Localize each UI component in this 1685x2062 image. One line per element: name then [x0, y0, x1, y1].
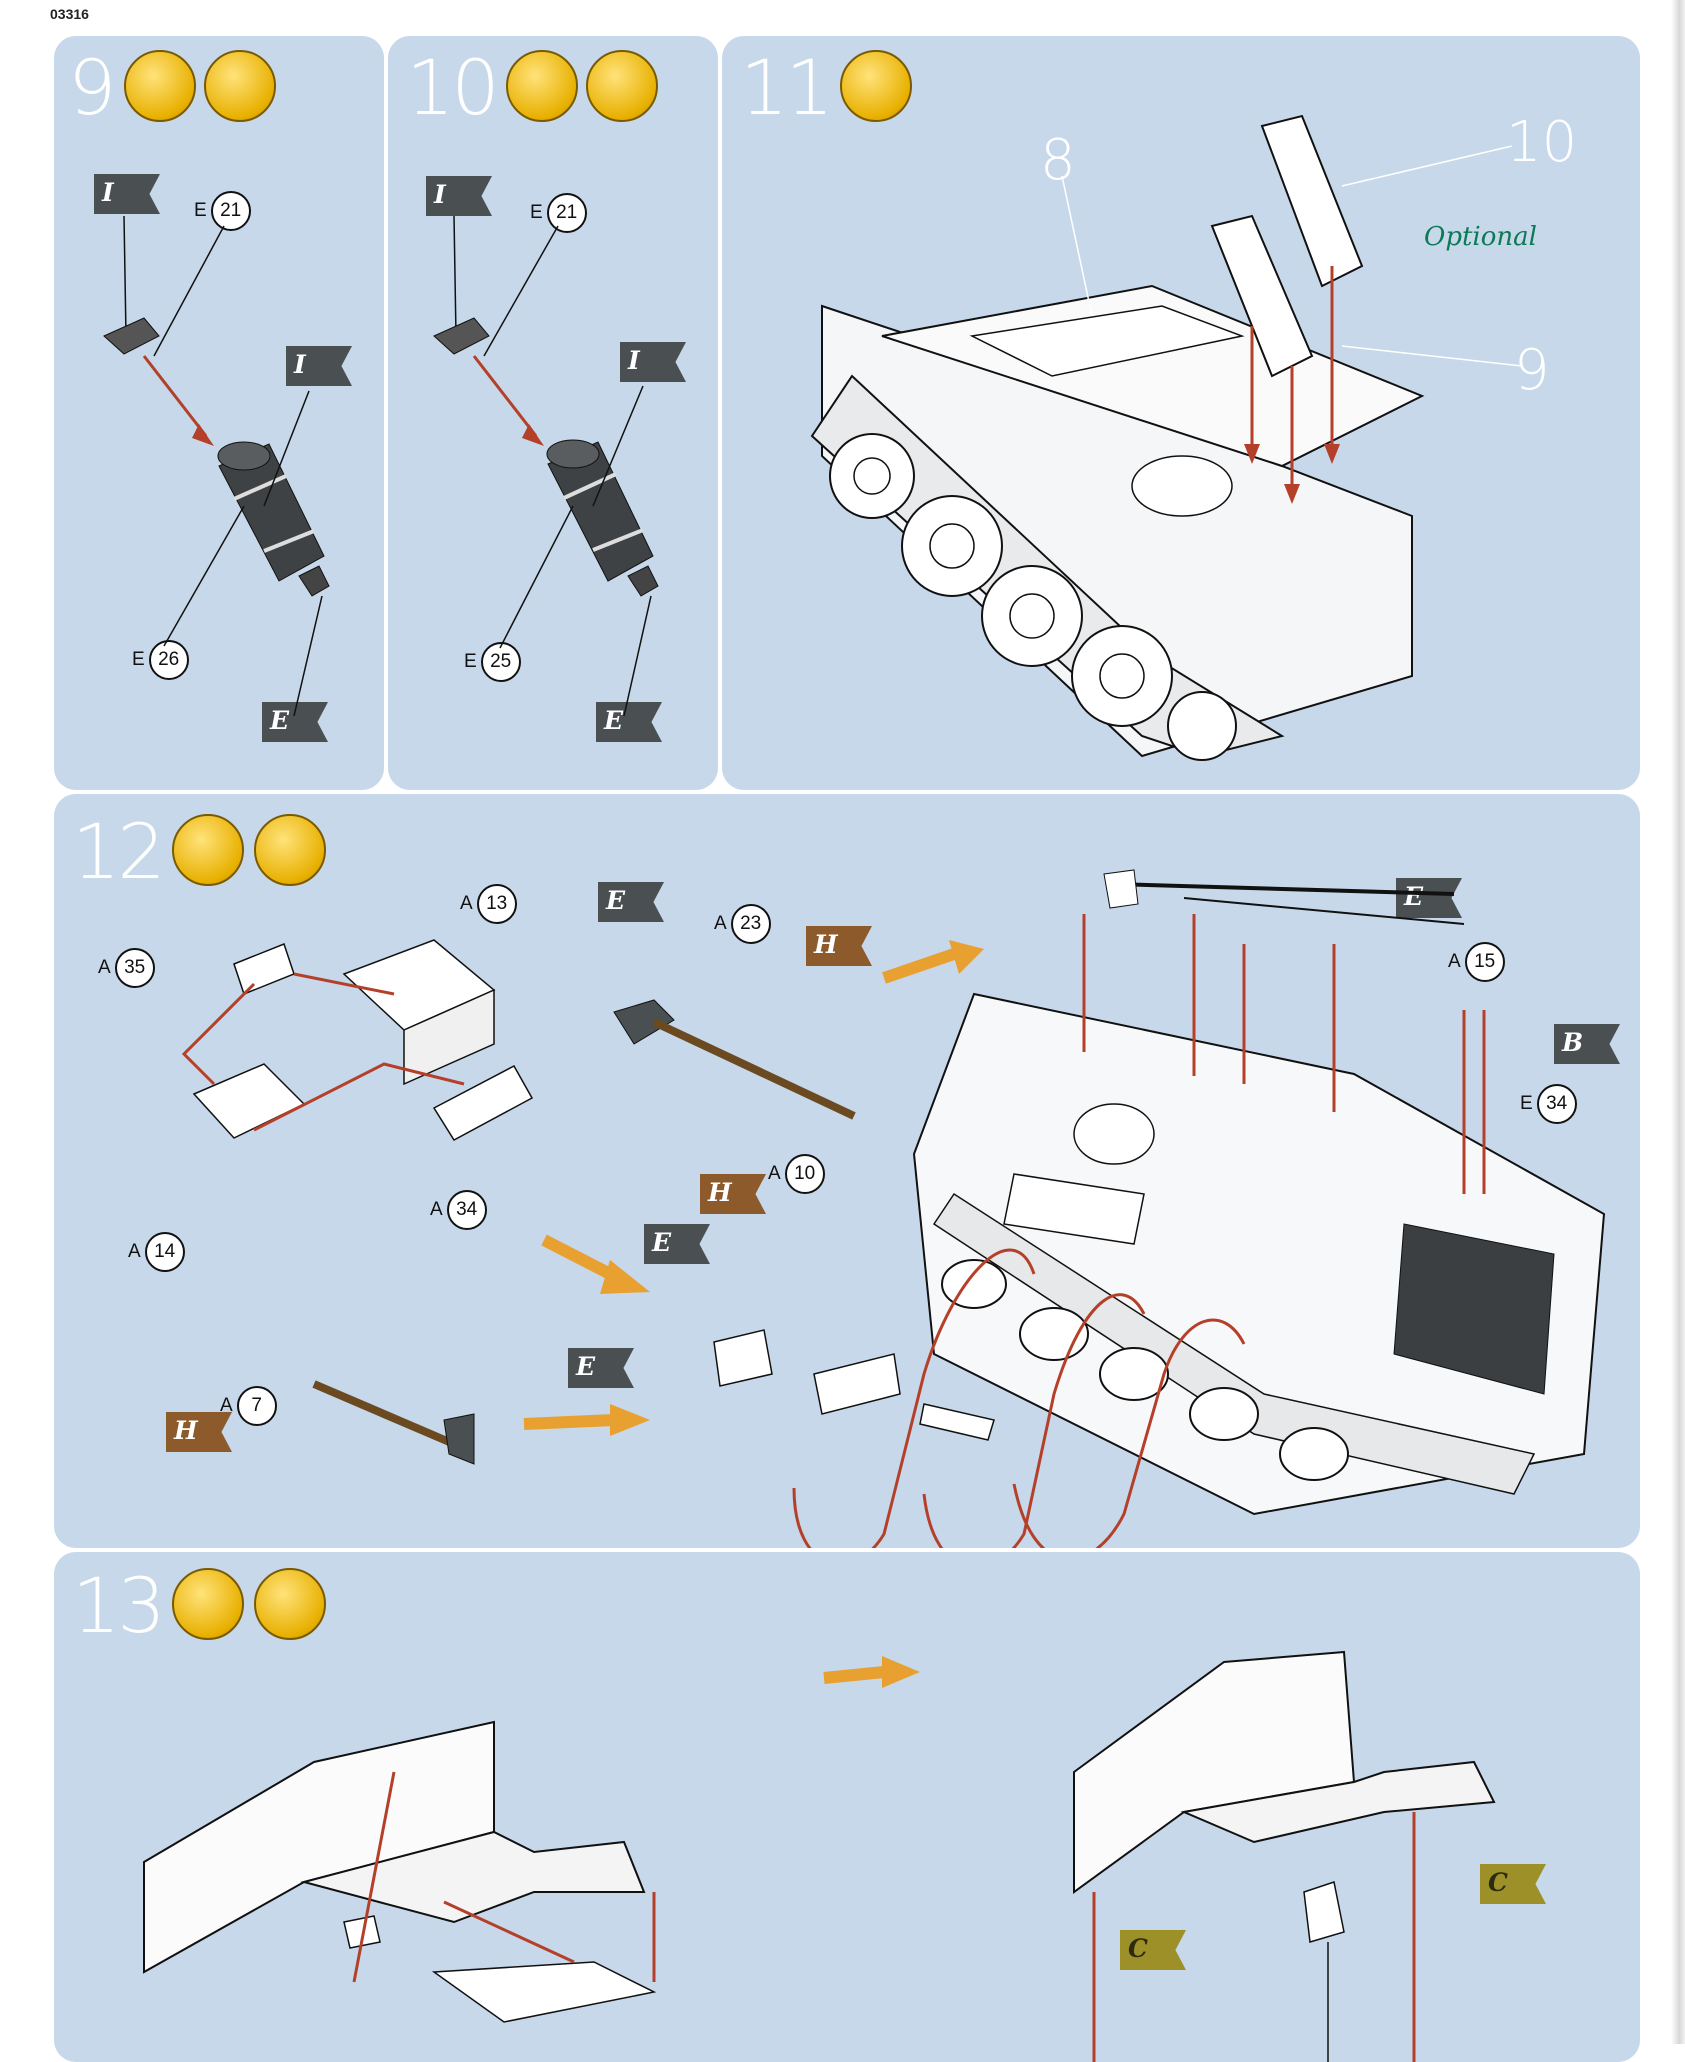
page-edge	[1671, 0, 1685, 2044]
paint-brush-icon	[204, 50, 276, 122]
part-flag: B	[1554, 1024, 1620, 1064]
glue-icon	[506, 50, 578, 122]
step-number: 10	[406, 43, 500, 132]
step-number: 13	[72, 1561, 166, 1650]
glue-icon	[840, 50, 912, 122]
part-flag: E	[568, 1348, 634, 1388]
part-flag: E	[644, 1224, 710, 1264]
step-number: 9	[68, 43, 116, 132]
part-flag: I	[426, 176, 492, 216]
part-flag: I	[94, 174, 160, 214]
step-13-illustration	[143, 1650, 1496, 2062]
step-10-illustration	[433, 215, 659, 717]
document-number: 03316	[50, 6, 89, 22]
tank-hull-illustration	[810, 114, 1523, 761]
part-flag: I	[286, 346, 352, 386]
part-flag: H	[166, 1412, 232, 1452]
paint-brush-icon	[586, 50, 658, 122]
callout-9: 9	[1514, 338, 1550, 403]
part-flag: E	[596, 702, 662, 742]
part-flag: H	[806, 926, 872, 966]
step-12-illustration	[181, 869, 1606, 1548]
glue-icon	[172, 814, 244, 886]
part-flag: E	[1396, 878, 1462, 918]
step-11-panel: 11 8 10 9 Optional	[722, 36, 1640, 790]
step-9-illustration	[103, 215, 330, 717]
step-number: 11	[740, 43, 834, 132]
glue-icon	[124, 50, 196, 122]
paint-brush-icon	[254, 1568, 326, 1640]
paint-brush-icon	[254, 814, 326, 886]
part-flag: C	[1120, 1930, 1186, 1970]
callout-10: 10	[1506, 110, 1578, 175]
callout-8: 8	[1040, 128, 1076, 193]
step-number: 12	[72, 807, 166, 896]
part-flag: H	[700, 1174, 766, 1214]
handwritten-note: Optional	[1424, 222, 1537, 252]
part-flag: C	[1480, 1864, 1546, 1904]
part-flag: I	[620, 342, 686, 382]
step-13-panel: 13 C C	[54, 1552, 1640, 2062]
glue-icon	[172, 1568, 244, 1640]
part-flag: E	[598, 882, 664, 922]
